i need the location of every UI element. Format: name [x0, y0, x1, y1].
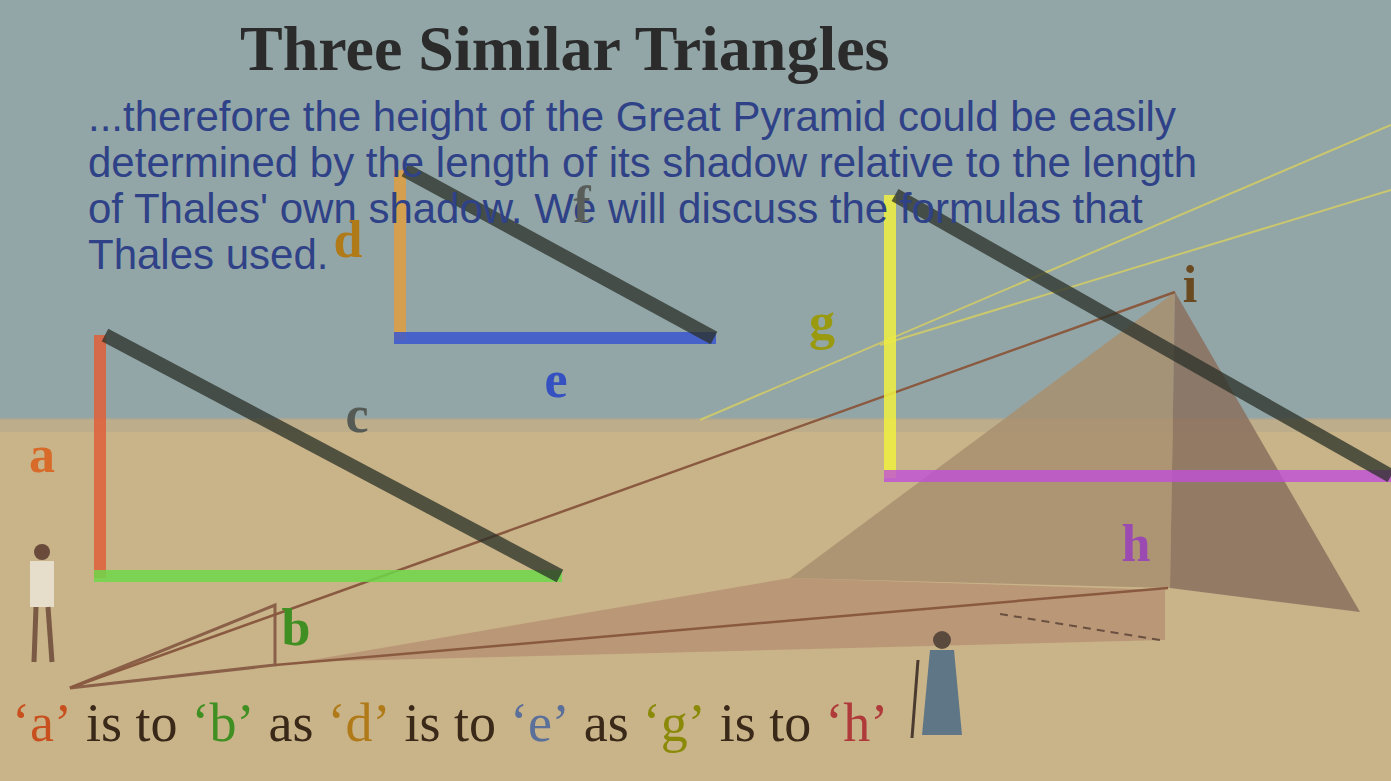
person-leg [34, 607, 36, 662]
ratio-term: ‘g’ [643, 694, 706, 753]
shadow-line [275, 588, 1168, 665]
person-head [34, 544, 50, 560]
dashed-line [1000, 614, 1160, 640]
side-label: b [282, 602, 311, 654]
person-body [30, 561, 54, 607]
pyramid-shadow [300, 578, 1165, 662]
ratio-term: ‘h’ [825, 694, 888, 753]
slide-title: Three Similar Triangles [240, 12, 890, 86]
desert [0, 420, 1391, 781]
shadow-line [884, 470, 1391, 482]
sun-ray [70, 292, 1175, 688]
ratio-term: as [268, 694, 313, 753]
shadow-line [94, 570, 562, 582]
pyramid-face [1170, 292, 1360, 612]
side-label: d [334, 214, 363, 266]
ratio-term: is to [720, 694, 812, 753]
side-label: g [809, 296, 835, 348]
side-label: e [544, 354, 567, 406]
ratio-term: ‘b’ [191, 694, 254, 753]
person-staff [912, 660, 918, 738]
side-label: f [573, 179, 590, 231]
ratio-term: ‘a’ [12, 694, 72, 753]
pyramid-face [790, 292, 1175, 588]
side-label: i [1183, 259, 1197, 311]
ratio-term: is to [86, 694, 178, 753]
shadow-line [394, 332, 716, 344]
person-head [933, 631, 951, 649]
height-line [94, 335, 106, 578]
side-label: a [29, 429, 55, 481]
side-label: h [1122, 518, 1151, 570]
hypotenuse [105, 335, 560, 576]
person-leg [48, 607, 52, 662]
ratio-term: ‘e’ [510, 694, 570, 753]
ratio-term: ‘d’ [327, 694, 390, 753]
ratio-statement: ‘a’is to‘b’as‘d’is to‘e’as‘g’is to‘h’ [12, 694, 888, 753]
narration-text: ...therefore the height of the Great Pyr… [88, 94, 1238, 278]
height-line [884, 195, 896, 478]
ratio-term: is to [404, 694, 496, 753]
ratio-term: as [584, 694, 629, 753]
stick-triangle [70, 605, 275, 688]
person-robe [922, 650, 962, 735]
hypotenuse [895, 195, 1391, 476]
side-label: c [345, 389, 368, 441]
